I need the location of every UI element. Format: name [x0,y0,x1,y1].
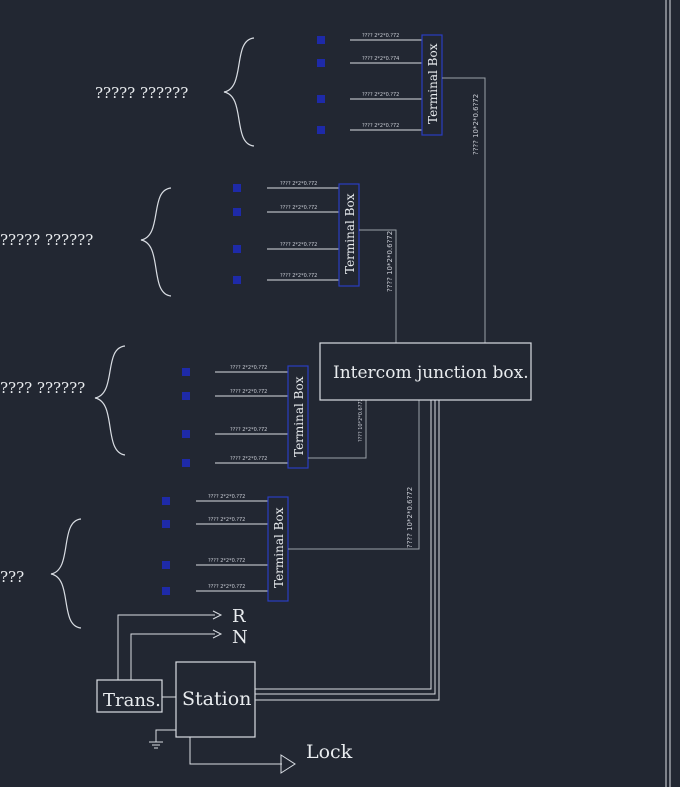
wire-label: ???? 2*2*0.?72 [362,92,399,98]
wire-label: ???? 2*2*0.?72 [230,389,267,395]
lock-line [189,737,282,765]
intercom-jack-icon [317,36,325,44]
floor-group-4: ??? ???? 2*2*0.?72 ???? 2*2*0.?72 ???? 2… [0,487,414,629]
junction-station-cable [255,400,432,690]
floor-group-2: ????? ?????? ???? 2*2*0.?72 ???? 2*2*0.?… [0,181,394,297]
r-line [117,614,215,680]
intercom-jack-icon [317,95,325,103]
transformer-label: Trans. [103,690,161,711]
lock-arrow-icon [280,754,296,774]
intercom-jack-icon [317,59,325,67]
group-brace [94,345,126,456]
wire-label: ???? 2*2*0.?72 [280,181,317,187]
cable-label: ???? 10*2*0.6?72 [386,231,394,292]
feeder-cable-3 [308,400,367,459]
intercom-jack-icon [182,430,190,438]
wire-label: ???? 2*2*0.?72 [280,205,317,211]
transformer-box [96,679,163,713]
floor-label: ??? [0,568,24,586]
intercom-jack-icon [317,126,325,134]
r-arrow-icon [212,610,223,620]
r-output-label: R [232,606,246,627]
wire-label: ???? 2*2*0.?72 [208,558,245,564]
wire-label: ???? 2*2*0.?72 [280,273,317,279]
cable-label: ???? 10*2*0.6?72 [472,94,480,155]
junction-station-cable [255,400,440,701]
wire-label: ???? 2*2*0.?72 [208,494,245,500]
wire-label: ???? 2*2*0.?72 [280,242,317,248]
intercom-jack-icon [233,208,241,216]
feeder-cable-4 [288,400,420,550]
cable-label: ???? 10*2*0.6?72 [358,398,364,442]
station-box [175,661,256,738]
terminal-box [421,34,443,136]
feeder-cable-2 [359,229,397,343]
intercom-jack-icon [162,587,170,595]
wire-label: ???? 2*2*0.?72 [362,123,399,129]
floor-group-1: ????? ?????? ???? 2*2*0.?72 ???? 2*2*0.?… [95,33,480,155]
wire-label: ???? 2*2*0.?72 [230,365,267,371]
n-arrow-icon [212,629,223,639]
intercom-jack-icon [233,245,241,253]
lock-output-label: Lock [306,741,353,763]
intercom-jack-icon [182,459,190,467]
terminal-box [338,183,360,287]
terminal-box-label: Terminal Box [272,507,286,588]
feeder-cable-1 [442,77,486,343]
wire-label: ???? 2*2*0.?72 [362,33,399,39]
group-brace [140,187,172,297]
station-label: Station [182,688,251,710]
wire-label: ???? 2*2*0.?72 [230,456,267,462]
group-brace [223,37,255,147]
floor-label: ???? ?????? [0,379,85,397]
wire-label: ???? 2*2*0.?72 [230,427,267,433]
junction-box [319,342,532,401]
terminal-box-label: Terminal Box [343,193,357,274]
terminal-box-label: Terminal Box [426,43,440,124]
floor-group-3: ???? ?????? ???? 2*2*0.?72 ???? 2*2*0.?7… [0,345,364,469]
intercom-jack-icon [162,520,170,528]
floor-label: ????? ?????? [0,231,93,249]
intercom-jack-icon [233,276,241,284]
intercom-jack-icon [182,392,190,400]
terminal-box [287,365,309,469]
ground-line [155,729,176,742]
group-brace [50,518,82,629]
ground-icon [149,741,163,749]
wire-label: ???? 2*2*0.?72 [208,517,245,523]
intercom-jack-icon [233,184,241,192]
intercom-jack-icon [162,497,170,505]
junction-box-label: Intercom junction box. [333,363,529,383]
wire-label: ???? 2*2*0.?72 [208,584,245,590]
n-output-label: N [232,627,248,648]
intercom-jack-icon [162,561,170,569]
intercom-jack-icon [182,368,190,376]
cable-label: ???? 10*2*0.6?72 [406,487,414,548]
floor-label: ????? ?????? [95,84,188,102]
n-line [130,633,215,680]
terminal-box-label: Terminal Box [292,376,306,457]
junction-station-cable [255,400,436,695]
wire-label: ???? 2*2*0.?74 [362,56,399,62]
